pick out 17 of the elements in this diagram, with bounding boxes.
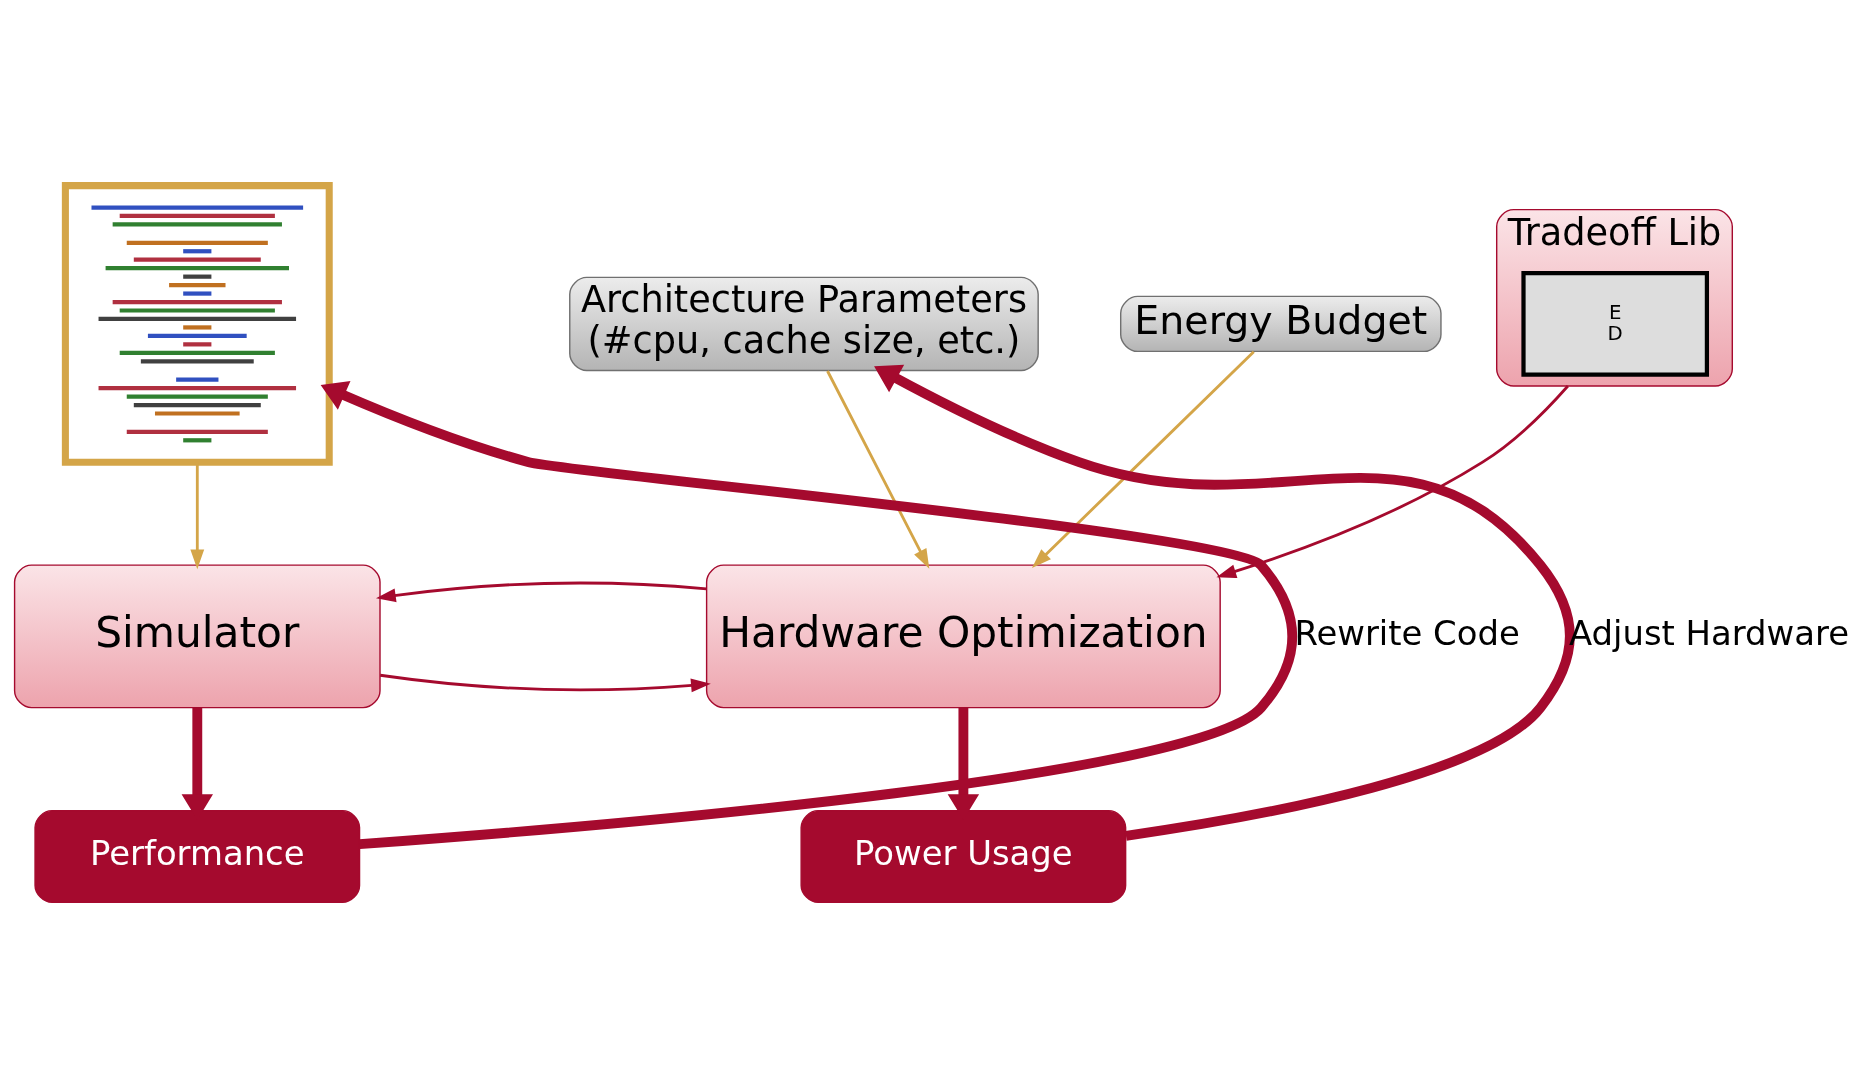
node-box: Architecture Parameters (#cpu, cache size, etc.) bbox=[569, 276, 1039, 372]
arrow bbox=[826, 370, 930, 569]
node-box: Power Usage bbox=[800, 809, 1127, 904]
arrow bbox=[1031, 350, 1255, 569]
arrow bbox=[380, 673, 711, 693]
node-picture bbox=[61, 182, 333, 466]
arrow bbox=[190, 462, 205, 570]
node-box: Performance bbox=[34, 809, 361, 904]
node-box: Simulator bbox=[13, 564, 381, 709]
arrow bbox=[376, 581, 707, 603]
arrow bbox=[874, 364, 1575, 841]
arrow bbox=[320, 380, 1298, 850]
node-box: Hardware Optimization bbox=[705, 564, 1221, 709]
node-box: E D bbox=[1521, 271, 1710, 377]
node-box: Energy Budget bbox=[1120, 295, 1442, 353]
arrow bbox=[1216, 385, 1569, 578]
edge-label: Rewrite Code bbox=[1294, 614, 1520, 654]
